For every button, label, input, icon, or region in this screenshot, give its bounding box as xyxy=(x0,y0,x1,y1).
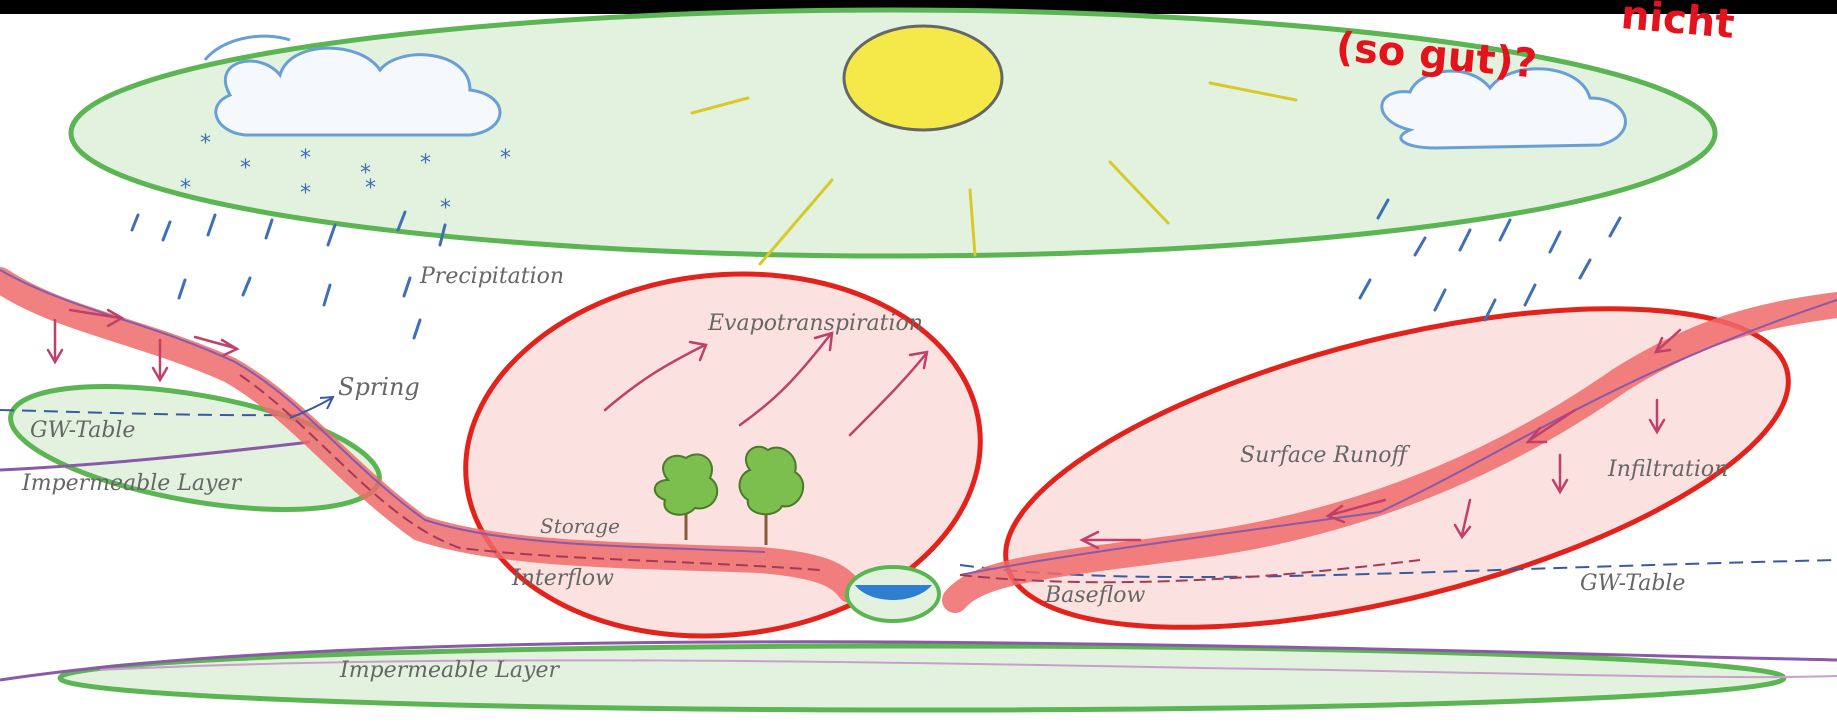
svg-text:*: * xyxy=(240,156,251,181)
label-impermeable-layer-bottom: Impermeable Layer xyxy=(339,658,560,683)
rain-left-icons xyxy=(132,212,445,338)
label-evapotranspiration: Evapotranspiration xyxy=(707,311,923,336)
sun-icon xyxy=(844,26,1002,130)
svg-text:*: * xyxy=(200,131,211,156)
svg-text:*: * xyxy=(440,196,451,221)
label-baseflow: Baseflow xyxy=(1044,583,1146,608)
svg-text:*: * xyxy=(365,176,376,201)
svg-text:*: * xyxy=(300,181,311,206)
label-surface-runoff: Surface Runoff xyxy=(1240,443,1410,468)
svg-text:*: * xyxy=(420,151,431,176)
label-gw-table-left: GW-Table xyxy=(30,418,135,443)
label-storage: Storage xyxy=(540,514,620,538)
label-impermeable-layer-left: Impermeable Layer xyxy=(21,471,242,496)
label-infiltration: Infiltration xyxy=(1607,457,1728,482)
bottom-layer-highlight-ellipse xyxy=(60,646,1784,710)
label-gw-table-right: GW-Table xyxy=(1580,571,1685,596)
label-spring: Spring xyxy=(338,373,420,401)
header-text-line1: nicht xyxy=(1619,0,1736,48)
svg-text:*: * xyxy=(500,146,511,171)
svg-text:*: * xyxy=(180,176,191,201)
label-precipitation: Precipitation xyxy=(419,264,564,289)
svg-text:*: * xyxy=(300,146,311,171)
label-interflow: Interflow xyxy=(511,566,614,591)
